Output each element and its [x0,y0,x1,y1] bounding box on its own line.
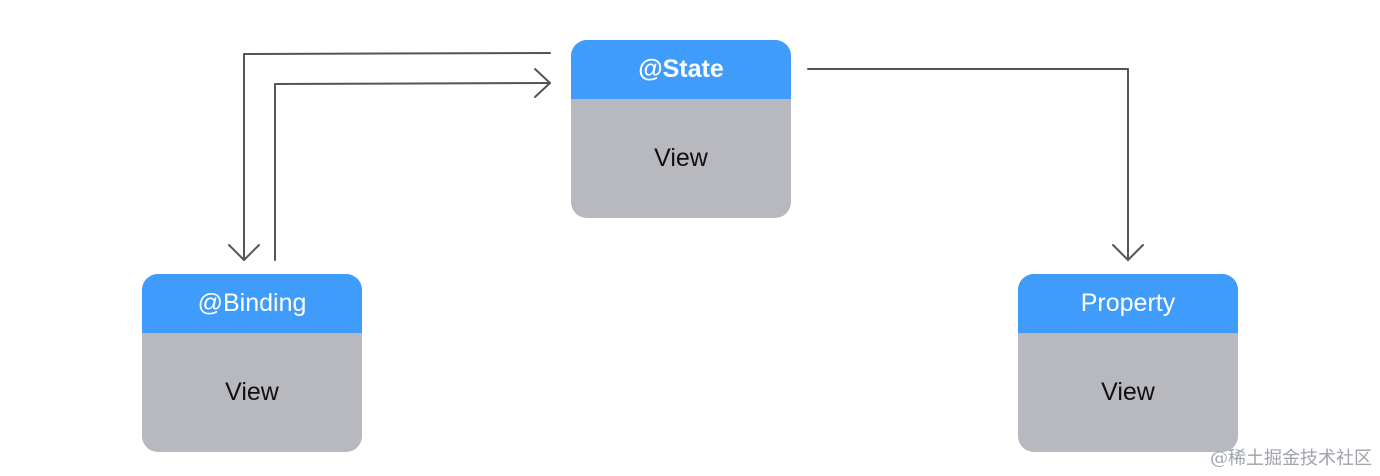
property-view-card: Property View [1018,274,1238,452]
arrowhead-state-to-binding [228,244,260,261]
property-view-label: View [1101,378,1155,406]
arrow-state-to-property [807,68,1129,261]
binding-view-card: @Binding View [142,274,362,452]
state-view-label: View [654,144,708,172]
binding-header: @Binding [142,274,362,333]
state-view-card: @State View [571,40,791,218]
state-header: @State [571,40,791,99]
watermark: @稀土掘金技术社区 [1210,448,1372,469]
binding-view-label: View [225,378,279,406]
arrow-state-to-binding [243,52,551,261]
arrowhead-binding-to-state [534,68,551,98]
arrow-binding-to-state [274,82,551,261]
arrowhead-state-to-property [1112,244,1144,261]
property-header: Property [1018,274,1238,333]
